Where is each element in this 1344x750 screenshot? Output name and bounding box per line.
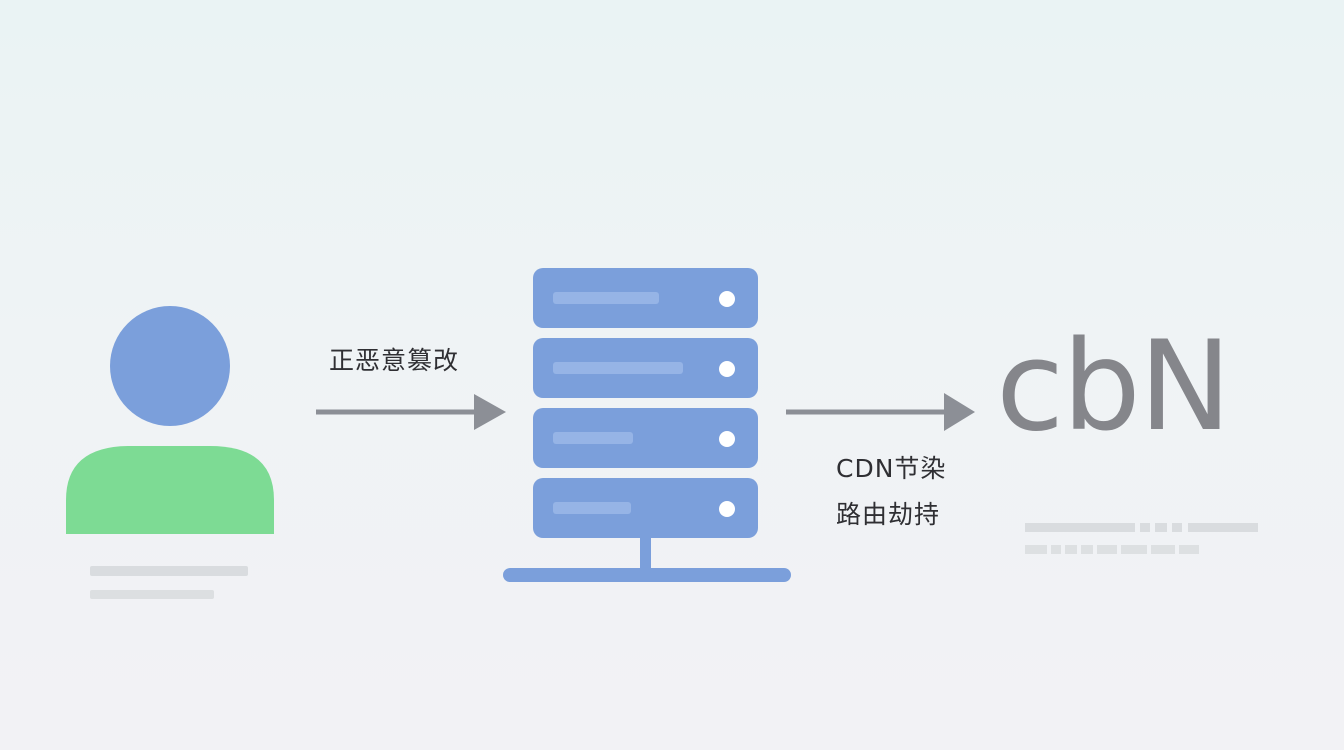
server-stand-base (503, 568, 791, 582)
cdn-caption-placeholder (1025, 523, 1258, 554)
user-caption-placeholder (90, 566, 248, 599)
edge-label-line-1: CDN节染 (836, 454, 947, 483)
user-head (110, 306, 230, 426)
server-stack-icon (503, 268, 791, 582)
edge-label-cdn-hijack: CDN节染 路由劫持 (836, 446, 946, 538)
server-unit (533, 338, 758, 398)
server-unit (533, 478, 758, 538)
arrow-right-icon (316, 394, 506, 430)
server-stand-pole (640, 538, 651, 572)
edge-label-line-2: 路由劫持 (836, 500, 941, 529)
server-unit (533, 268, 758, 328)
cdn-logo: cbN (996, 315, 1232, 459)
server-unit (533, 408, 758, 468)
user-body (66, 446, 274, 534)
user-icon (66, 306, 274, 534)
edge-label-tampering: 正恶意篡改 (329, 346, 460, 375)
arrow-right-icon (786, 393, 975, 431)
